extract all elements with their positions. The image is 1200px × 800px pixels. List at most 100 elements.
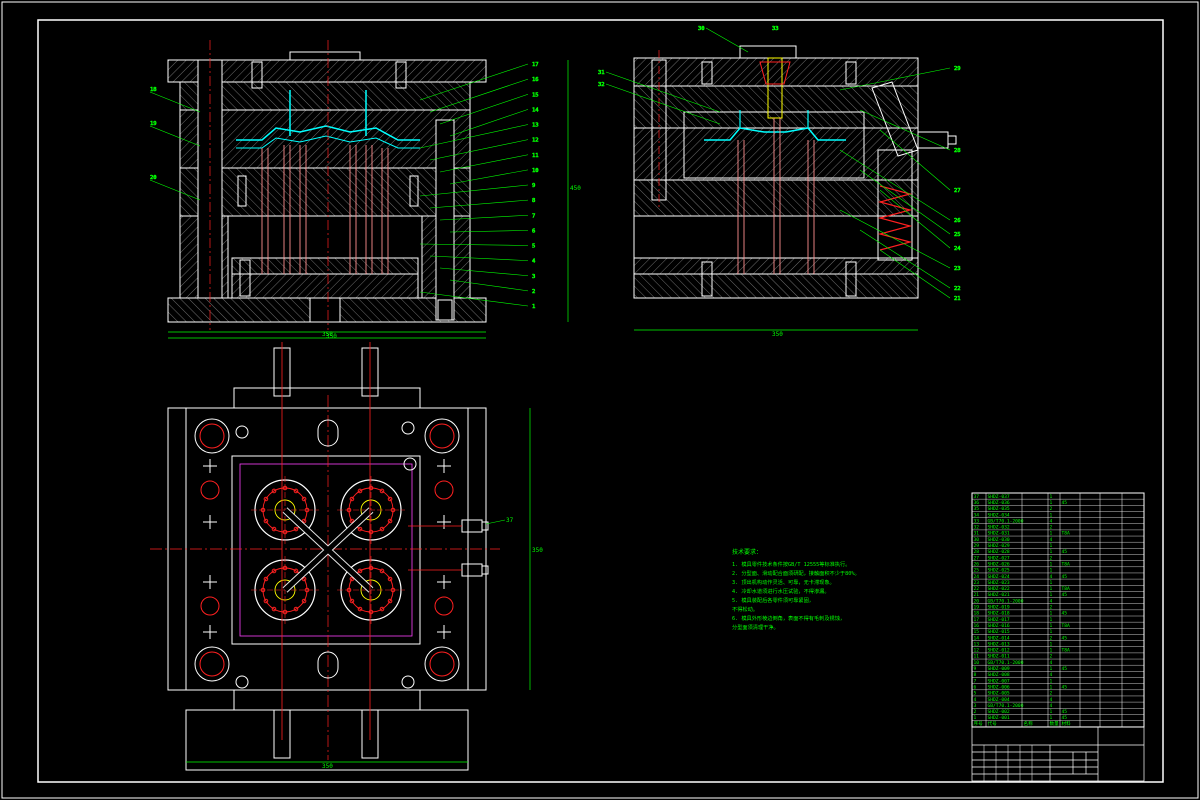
bom-cell: SHDZ-009 [988, 666, 1010, 672]
bom-cell: 4 [1050, 518, 1053, 524]
bom-cell: SHDZ-037 [988, 494, 1010, 500]
bom-cell: 30 [974, 537, 980, 543]
bom-cell: 8 [974, 672, 977, 678]
bom-cell: 34 [974, 512, 980, 518]
bom-cell: SHDZ-017 [988, 617, 1010, 623]
bom-cell: SHDZ-030 [988, 537, 1010, 543]
front-balloon-20: 20 [150, 175, 157, 181]
bom-cell: 5 [974, 691, 977, 697]
side-balloon-30: 30 [698, 26, 705, 32]
bom-cell: 1 [1050, 684, 1053, 690]
bom-cell: 45 [1062, 574, 1068, 580]
front-balloon-18: 18 [150, 87, 157, 93]
bom-cell: 1 [1050, 549, 1053, 555]
bom-cell: 32 [974, 525, 980, 531]
bom-cell: 2 [974, 709, 977, 715]
bom-cell: SHDZ-005 [988, 691, 1010, 697]
bom-cell: 23 [974, 580, 980, 586]
bom-cell: 4 [1050, 672, 1053, 678]
plan-height-dim: 350 [532, 547, 543, 554]
side-balloon-23: 23 [954, 266, 961, 272]
bom-cell: SHDZ-004 [988, 697, 1010, 703]
bom-cell: 2 [1050, 691, 1053, 697]
bom-cell: 1 [1050, 641, 1053, 647]
bom-cell: SHDZ-019 [988, 605, 1010, 611]
bom-cell: 1 [1050, 617, 1053, 623]
bom-cell: 1 [1050, 648, 1053, 654]
bom-cell: 1 [1050, 715, 1053, 721]
bom-cell: 1 [1050, 561, 1053, 567]
bom-cell: 24 [974, 574, 980, 580]
bom-cell: T8A [1062, 648, 1071, 654]
bom-cell: GB/T70.1-2000 [988, 598, 1024, 604]
tech-title: 技术要求： [732, 548, 762, 556]
bom-cell: SHDZ-007 [988, 678, 1010, 684]
bom-cell: SHDZ-015 [988, 629, 1010, 635]
side-balloon-26: 26 [954, 218, 961, 224]
front-balloon-3: 3 [532, 274, 535, 280]
bom-cell: 2 [1050, 635, 1053, 641]
side-balloon-24: 24 [954, 246, 961, 252]
bom-cell: 6 [974, 684, 977, 690]
bom-cell: 1 [1050, 512, 1053, 518]
side-balloon-28: 28 [954, 148, 961, 154]
bom-cell: 1 [1050, 709, 1053, 715]
tech-line-5: 5. 模具装配后各零件须可靠紧固， [732, 596, 814, 604]
bom-cell: 1 [1050, 543, 1053, 549]
bom-cell: 2 [1050, 555, 1053, 561]
plan-bottom-dim: 350 [322, 763, 333, 770]
front-balloon-4: 4 [532, 259, 536, 265]
side-balloon-22: 22 [954, 286, 961, 292]
bom-cell: 2 [1050, 605, 1053, 611]
bom-cell: 14 [974, 635, 980, 641]
bom-cell: 45 [1062, 715, 1068, 721]
bom-cell: SHDZ-025 [988, 568, 1010, 574]
bom-cell: 4 [974, 697, 977, 703]
bom-cell: SHDZ-036 [988, 500, 1010, 506]
bom-cell: T8A [1062, 561, 1071, 567]
bom-cell: SHDZ-027 [988, 555, 1010, 561]
bom-cell: 17 [974, 617, 980, 623]
bom-cell: 1 [1050, 592, 1053, 598]
plan-top-dim: 350 [322, 331, 333, 338]
bom-cell: 4 [1050, 598, 1053, 604]
side-balloon-29: 29 [954, 66, 961, 72]
bom-cell: 45 [1062, 500, 1068, 506]
tech-line-4: 4. 冷却水道须进行水压试验，不得渗漏。 [732, 587, 830, 595]
bom-cell: 1 [1050, 494, 1053, 500]
bom-cell: 18 [974, 611, 980, 617]
bom-cell: 35 [974, 506, 980, 512]
bom-cell: 4 [1050, 574, 1053, 580]
bom-cell: 4 [1050, 703, 1053, 709]
front-balloon-7: 7 [532, 213, 535, 219]
side-balloon-25: 25 [954, 232, 961, 238]
bom-cell: 12 [974, 648, 980, 654]
title-block [971, 726, 1145, 782]
bom-cell: SHDZ-021 [988, 592, 1010, 598]
bom-cell: 36 [974, 500, 980, 506]
bom-cell: SHDZ-031 [988, 531, 1010, 537]
front-balloon-6: 6 [532, 228, 535, 234]
tech-line-6: 不得松动。 [732, 605, 758, 613]
bom-cell: SHDZ-023 [988, 580, 1010, 586]
front-balloon-1: 1 [532, 304, 535, 310]
bom-cell: 4 [1050, 697, 1053, 703]
front-balloon-2: 2 [532, 289, 535, 295]
bom-cell: SHDZ-011 [988, 654, 1010, 660]
bom-header-cell: 名称 [1024, 720, 1034, 727]
bom-cell: 15 [974, 629, 980, 635]
front-balloon-5: 5 [532, 244, 535, 250]
bom-cell: 1 [1050, 611, 1053, 617]
bom-cell: 33 [974, 518, 980, 524]
bom-cell: SHDZ-016 [988, 623, 1010, 629]
bom-cell: 1 [1050, 623, 1053, 629]
bom-cell: 11 [974, 654, 980, 660]
bom-cell: 22 [974, 586, 980, 592]
bom-cell: 1 [1050, 531, 1053, 537]
bom-cell: 1 [1050, 568, 1053, 574]
bom-cell: SHDZ-008 [988, 672, 1010, 678]
bom-header-cell: 数量 [1050, 720, 1060, 727]
front-balloon-8: 8 [532, 198, 535, 204]
side-balloon-33: 33 [772, 26, 779, 32]
bom-cell: 26 [974, 561, 980, 567]
